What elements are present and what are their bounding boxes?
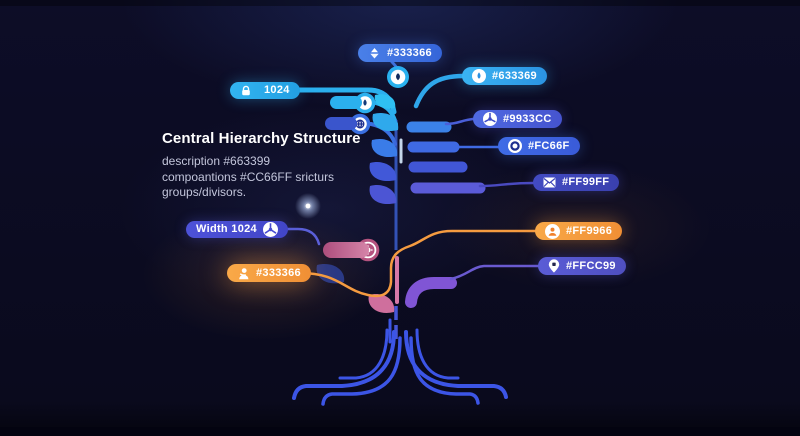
- lock-icon: [240, 85, 252, 97]
- node-pill-1024[interactable]: 1024: [230, 82, 300, 99]
- layers-icon: [368, 47, 381, 59]
- bottom-vignette: [0, 427, 800, 436]
- node-pill-ffcc99[interactable]: #FFCC99: [538, 257, 626, 275]
- drop-circle-icon: [472, 69, 486, 83]
- node-label: Width 1024: [196, 223, 257, 235]
- top-vignette: [0, 0, 800, 6]
- node-pill-633369[interactable]: #633369: [462, 67, 547, 85]
- mini-branch-pill-b[interactable]: [325, 117, 357, 130]
- map-pin-icon: [548, 259, 560, 273]
- node-label: #FF9966: [566, 224, 613, 237]
- node-label: #333366: [387, 46, 432, 59]
- trunk-top-node[interactable]: [386, 65, 410, 89]
- node-label: 1024: [264, 84, 290, 96]
- node-pill-ff99ff[interactable]: #FF99FF: [533, 174, 620, 191]
- node-pill-ff9966[interactable]: #FF9966: [535, 222, 623, 240]
- node-pill-9933cc[interactable]: #9933CC: [473, 110, 562, 128]
- node-pill-333366-top[interactable]: #333366: [358, 44, 442, 62]
- description-line: description #663399: [162, 154, 271, 168]
- segmented-ball-icon: [483, 112, 497, 126]
- user-icon: [237, 267, 250, 280]
- node-label: #FFCC99: [566, 259, 616, 272]
- node-label: #633369: [492, 69, 537, 82]
- node-label: #333366: [256, 266, 301, 279]
- node-pill-333366-orange[interactable]: #333366: [227, 264, 311, 282]
- title-block: Central Hierarchy Structure description …: [162, 130, 372, 201]
- trefoil-icon: [262, 222, 278, 237]
- mini-branch-pill-c[interactable]: [323, 242, 369, 258]
- person-circle-icon: [545, 223, 560, 239]
- node-pill-width-1024[interactable]: Width 1024: [186, 221, 288, 238]
- node-label: #FF99FF: [562, 176, 610, 188]
- node-label: #9933CC: [503, 112, 552, 125]
- node-pill-fc66f[interactable]: #FC66F: [498, 137, 580, 155]
- mail-icon: [543, 177, 556, 188]
- page-title: Central Hierarchy Structure: [162, 130, 361, 147]
- mini-branch-pill-a[interactable]: [330, 96, 362, 109]
- target-icon: [508, 139, 522, 153]
- node-label: #FC66F: [528, 139, 570, 152]
- description-line: compoantions #CC66FF sricturs: [162, 169, 335, 184]
- leaf-node-icon: [386, 65, 410, 89]
- description-line: groups/divisors.: [162, 185, 247, 199]
